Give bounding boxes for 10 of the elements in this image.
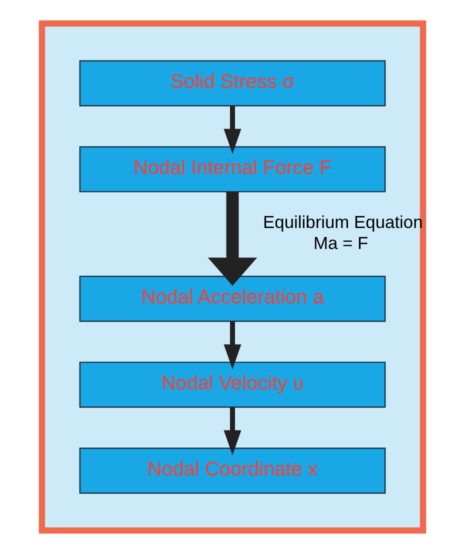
arrow [208, 192, 258, 286]
node-box: Solid Stress σ [79, 60, 386, 106]
node-box: Nodal Internal Force F [79, 146, 386, 192]
node-box: Nodal Acceleration a [79, 276, 386, 322]
arrow [224, 106, 242, 154]
cluster [38, 20, 426, 534]
node-box: Nodal Velocity υ [79, 362, 386, 408]
node-box: Nodal Coordinate x [79, 448, 386, 494]
arrow [224, 407, 242, 456]
arrow [224, 322, 242, 370]
